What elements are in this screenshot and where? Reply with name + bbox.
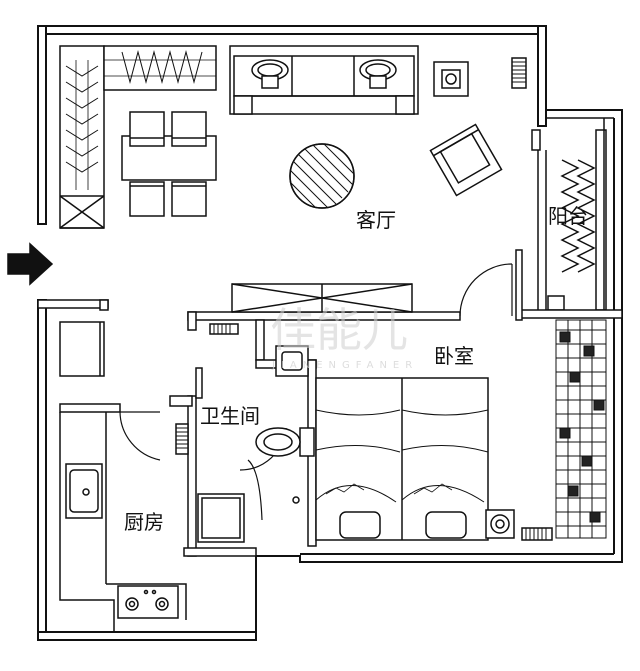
shoe-cabinet (59, 321, 105, 377)
room-label-balcony: 阳台 (548, 204, 588, 228)
cabinet-top (103, 45, 217, 91)
nightstand (485, 509, 515, 539)
double-bed (315, 377, 489, 541)
dining-set (121, 111, 217, 217)
sofa (229, 45, 419, 115)
bathroom-fixtures (175, 323, 315, 543)
room-label-bathroom: 卫生间 (200, 404, 260, 428)
curtain-zigzag (560, 159, 580, 273)
round-rug (289, 143, 355, 209)
watermark-logo: 佳能儿 (270, 303, 408, 357)
radiator-bedroom (521, 527, 553, 541)
room-label-living: 客厅 (356, 208, 396, 232)
wardrobe-left (59, 45, 105, 229)
room-label-kitchen: 厨房 (124, 510, 164, 534)
radiator-living (511, 57, 527, 89)
arrow-right-icon (7, 242, 54, 286)
room-label-bedroom: 卧室 (434, 344, 474, 368)
armchair (429, 123, 503, 197)
kitchen-fixtures (65, 463, 179, 619)
parquet-floor (555, 319, 607, 539)
watermark-sub: JIANENGFANER (272, 360, 419, 371)
balcony-area (515, 117, 623, 321)
side-table (433, 61, 469, 97)
